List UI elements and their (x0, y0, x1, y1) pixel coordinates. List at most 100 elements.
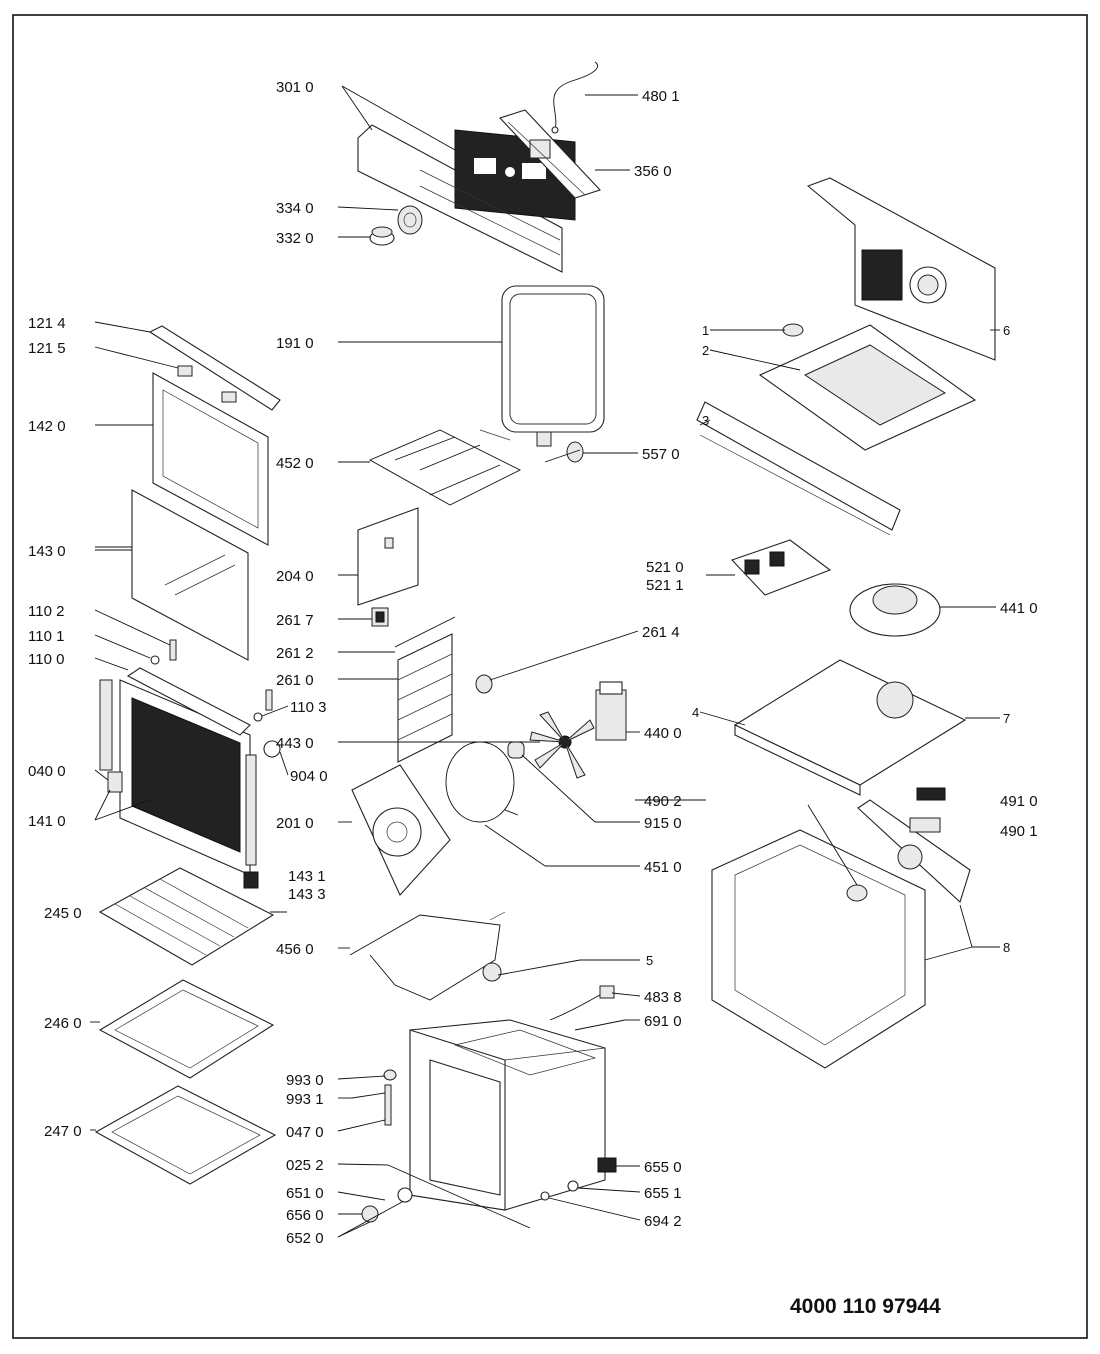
fan-blade-part (529, 711, 595, 779)
label-142-0: 142 0 (28, 418, 66, 435)
label-1: 1 (702, 323, 709, 338)
label-480-1: 480 1 (642, 88, 680, 105)
label-047-0: 047 0 (286, 1124, 324, 1141)
label-143-0: 143 0 (28, 543, 66, 560)
label-7: 7 (1003, 711, 1010, 726)
label-3: 3 (702, 413, 709, 428)
label-143-1: 143 1 (288, 868, 326, 885)
label-557-0: 557 0 (642, 446, 680, 463)
label-5: 5 (646, 953, 653, 968)
label-121-4: 121 4 (28, 315, 66, 332)
label-261-4: 261 4 (642, 624, 680, 641)
baking-tray-part (98, 979, 275, 1079)
sensor-part (574, 1019, 626, 1031)
power-cord-part (549, 985, 615, 1021)
label-491-0: 491 0 (1000, 793, 1038, 810)
cooling-fan-part (849, 583, 941, 637)
label-456-0: 456 0 (276, 941, 314, 958)
thermostat-part (536, 431, 584, 463)
label-121-5: 121 5 (28, 340, 66, 357)
label-443-0: 443 0 (276, 735, 314, 752)
deep-tray-part (94, 1085, 277, 1185)
top-panel-part (806, 177, 996, 361)
label-247-0: 247 0 (44, 1123, 82, 1140)
label-261-7: 261 7 (276, 612, 314, 629)
lamp-cover-part (475, 674, 493, 694)
document-number: 4000 110 97944 (790, 1295, 941, 1318)
rear-cover-part (857, 799, 971, 903)
knob-parts (369, 205, 423, 246)
door-top-profile-part (148, 325, 281, 411)
fan-cover-part (351, 764, 451, 896)
label-652-0: 652 0 (286, 1230, 324, 1247)
label-993-0: 993 0 (286, 1072, 324, 1089)
bottom-heater-part (349, 911, 506, 1001)
rear-panel-part (357, 507, 419, 606)
label-440-0: 440 0 (644, 725, 682, 742)
bushing-part (507, 741, 525, 759)
label-143-3: 143 3 (288, 886, 326, 903)
support-bracket-part (696, 401, 901, 536)
door-seal-part (501, 285, 605, 433)
label-691-0: 691 0 (644, 1013, 682, 1030)
label-655-0: 655 0 (644, 1159, 682, 1176)
label-040-0: 040 0 (28, 763, 66, 780)
label-4: 4 (692, 705, 699, 720)
label-334-0: 334 0 (276, 200, 314, 217)
label-261-0: 261 0 (276, 672, 314, 689)
wire-harness-part (551, 61, 598, 134)
label-441-0: 441 0 (1000, 600, 1038, 617)
ring-heater-part (445, 741, 519, 823)
label-483-8: 483 8 (644, 989, 682, 1006)
label-656-0: 656 0 (286, 1207, 324, 1224)
label-204-0: 204 0 (276, 568, 314, 585)
control-board-part (499, 109, 601, 199)
door-assembly-part (99, 639, 281, 889)
label-245-0: 245 0 (44, 905, 82, 922)
label-451-0: 451 0 (644, 859, 682, 876)
terminal-block-part (916, 787, 946, 801)
shelf-guide-part (394, 616, 456, 763)
label-301-0: 301 0 (276, 79, 314, 96)
label-332-0: 332 0 (276, 230, 314, 247)
lamp-part (371, 607, 389, 627)
label-651-0: 651 0 (286, 1185, 324, 1202)
label-993-1: 993 1 (286, 1091, 324, 1108)
door-glass-frame-part (152, 372, 269, 546)
label-452-0: 452 0 (276, 455, 314, 472)
housing-frame-part (711, 829, 926, 1069)
label-110-2: 110 2 (28, 603, 64, 620)
label-521-0: 521 0 (646, 559, 684, 576)
label-110-1: 110 1 (28, 628, 64, 645)
label-490-2: 490 2 (644, 793, 682, 810)
cover-plate-part (758, 323, 977, 451)
label-6: 6 (1003, 323, 1010, 338)
label-110-0: 110 0 (28, 651, 64, 668)
label-246-0: 246 0 (44, 1015, 82, 1032)
fan-motor-part (595, 681, 627, 741)
label-915-0: 915 0 (644, 815, 682, 832)
label-2: 2 (702, 343, 709, 358)
label-141-0: 141 0 (28, 813, 66, 830)
part-labels: 301 0 480 1 356 0 334 0 332 0 121 4 121 … (28, 79, 1038, 1247)
control-module-part (731, 539, 832, 596)
door-glass-inner-part (131, 489, 249, 661)
label-356-0: 356 0 (634, 163, 672, 180)
label-201-0: 201 0 (276, 815, 314, 832)
top-heater-part (368, 429, 522, 506)
label-261-2: 261 2 (276, 645, 314, 662)
wire-shelf-part (98, 867, 275, 966)
label-490-1: 490 1 (1000, 823, 1038, 840)
foot-part (482, 962, 502, 982)
label-025-2: 025 2 (286, 1157, 324, 1174)
label-694-2: 694 2 (644, 1213, 682, 1230)
base-plate-part (733, 659, 967, 796)
oven-cavity-part (351, 1019, 617, 1229)
label-110-3: 110 3 (290, 699, 326, 716)
label-904-0: 904 0 (290, 768, 328, 785)
sheet-border (12, 14, 1088, 1339)
label-191-0: 191 0 (276, 335, 314, 352)
label-8: 8 (1003, 940, 1010, 955)
